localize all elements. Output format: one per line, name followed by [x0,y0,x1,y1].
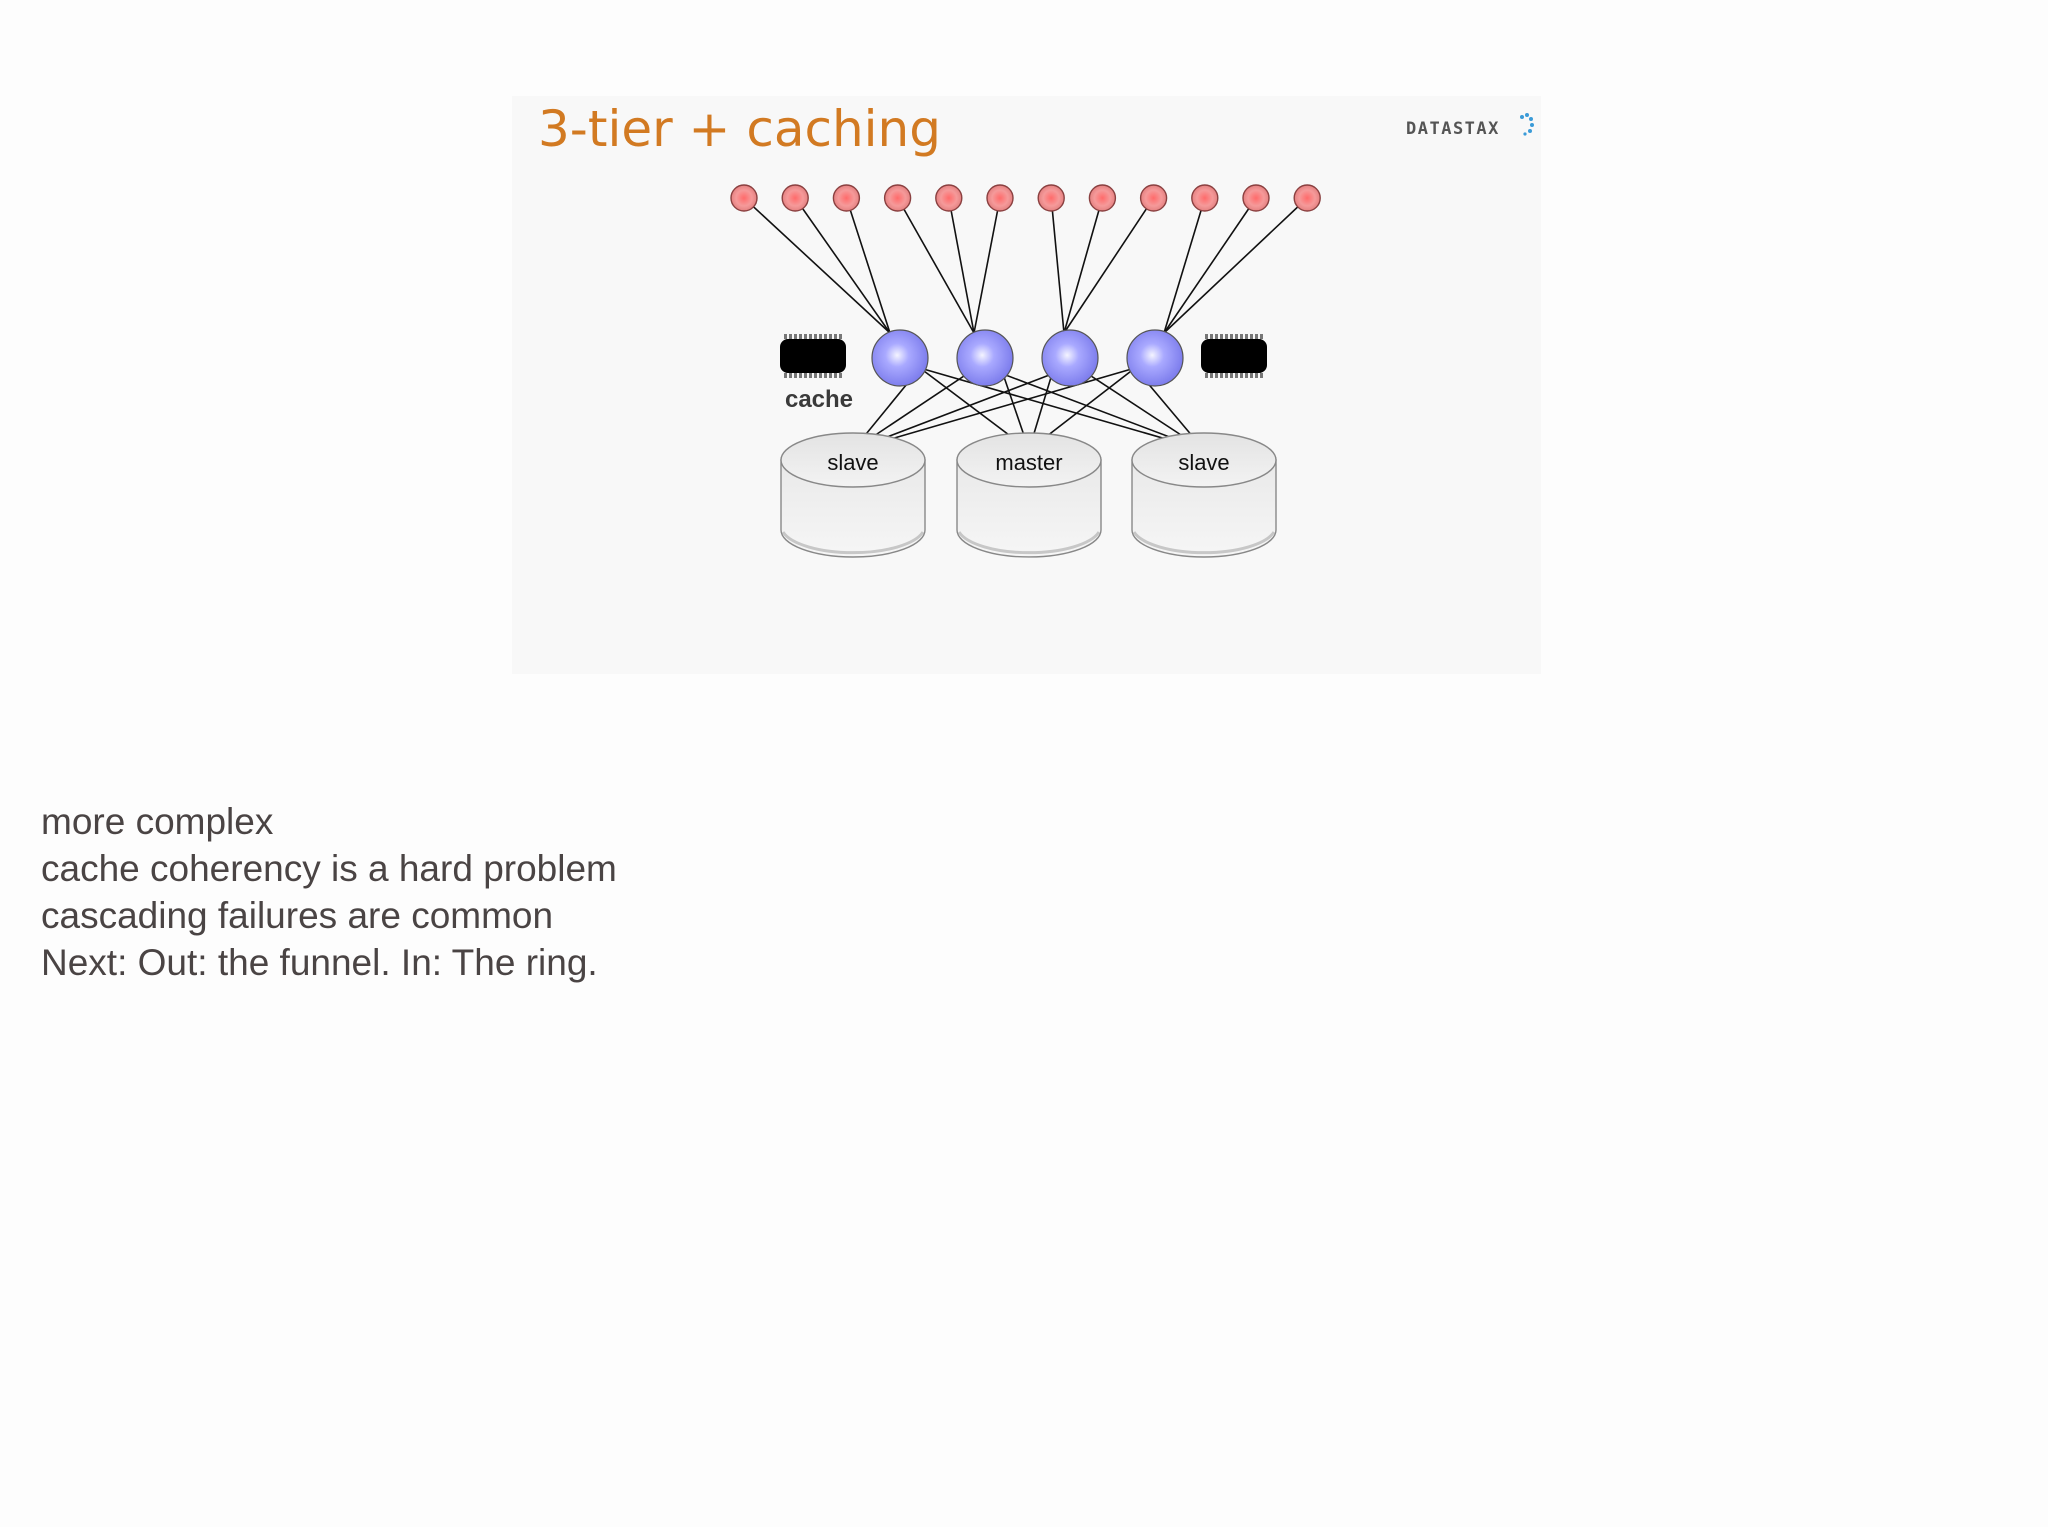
cache-label: cache [785,386,853,413]
logo-text: DATASTAX [1406,119,1500,139]
app-server-node [1126,329,1184,387]
database-label: slave [1178,450,1229,475]
client-node [1139,184,1168,212]
client-node [1037,184,1065,212]
datastax-logo: DATASTAX [1406,113,1534,139]
client-node [730,184,758,212]
client-server-link [794,197,891,334]
app-server-node [1041,329,1099,387]
client-server-link [1063,197,1104,334]
client-server-link [1163,197,1257,334]
database-cylinder: slave [780,432,926,558]
speaker-notes: more complex cache coherency is a hard p… [41,798,617,986]
slide: 3-tier + caching DATASTAX [512,96,1541,674]
server-db-link [852,367,1136,451]
server-db-link [919,367,1205,451]
client-server-link [973,197,1001,334]
client-node [935,184,963,212]
architecture-diagram: slave master slave cache [730,184,1321,558]
note-line: cascading failures are common [41,895,554,936]
client-node [1242,184,1270,212]
client-server-link [743,197,891,334]
cache-chip-icon [780,334,846,378]
database-label: slave [827,450,878,475]
client-server-link [1050,197,1065,334]
client-node [1293,184,1321,212]
app-server-node [956,329,1014,387]
client-node [1191,184,1219,212]
client-server-link [1163,197,1206,334]
cache-chip-icon [1201,334,1267,378]
client-tier [730,184,1321,212]
database-tier: slave master slave [780,432,1277,558]
note-line: cache coherency is a hard problem [41,848,617,889]
database-cylinder: master [956,432,1102,558]
database-label: master [995,450,1062,475]
client-server-link [1163,197,1308,334]
client-node [986,184,1014,212]
cache-tier: cache [780,334,1267,413]
client-node [781,184,809,212]
client-server-link [845,197,891,334]
slide-title: 3-tier + caching [538,100,941,158]
client-server-link [1063,197,1155,334]
client-server-link [896,197,975,334]
app-server-tier [871,329,1184,387]
logo-dots-icon [1520,113,1534,136]
client-node [1088,184,1117,212]
client-node [832,184,861,212]
app-server-node [871,329,929,387]
database-cylinder: slave [1131,432,1277,558]
client-node [883,184,912,212]
note-line: more complex [41,801,274,842]
note-line: Next: Out: the funnel. In: The ring. [41,942,598,983]
client-server-link [948,197,975,334]
